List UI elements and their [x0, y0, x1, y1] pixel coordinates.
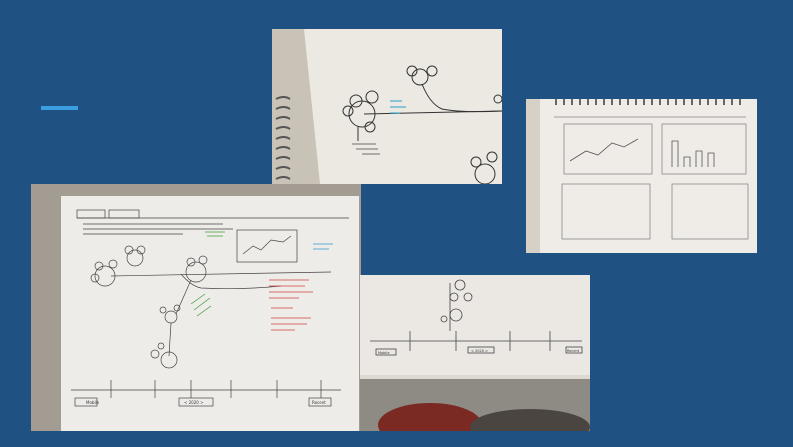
- timeline-end-label: Recent: [312, 400, 326, 405]
- timeline-year-label: < 2020 >: [184, 400, 203, 405]
- title-accent-bar: [41, 106, 78, 110]
- photo-sketch-timeline-page: Mobile < 2020 > Recent: [31, 184, 361, 431]
- slider-end-label: Recent: [567, 349, 580, 353]
- photo-sketch-timeline-slider: Mobile < 2020 > Recent: [360, 275, 590, 431]
- timeline-start-label: Mobile: [86, 400, 100, 405]
- photo-sketch-dashboard: [526, 99, 757, 253]
- slider-start-label: Mobile: [378, 351, 389, 355]
- photo-sketch-branch-closeup: [272, 29, 502, 184]
- slider-year-label: < 2020 >: [471, 349, 488, 353]
